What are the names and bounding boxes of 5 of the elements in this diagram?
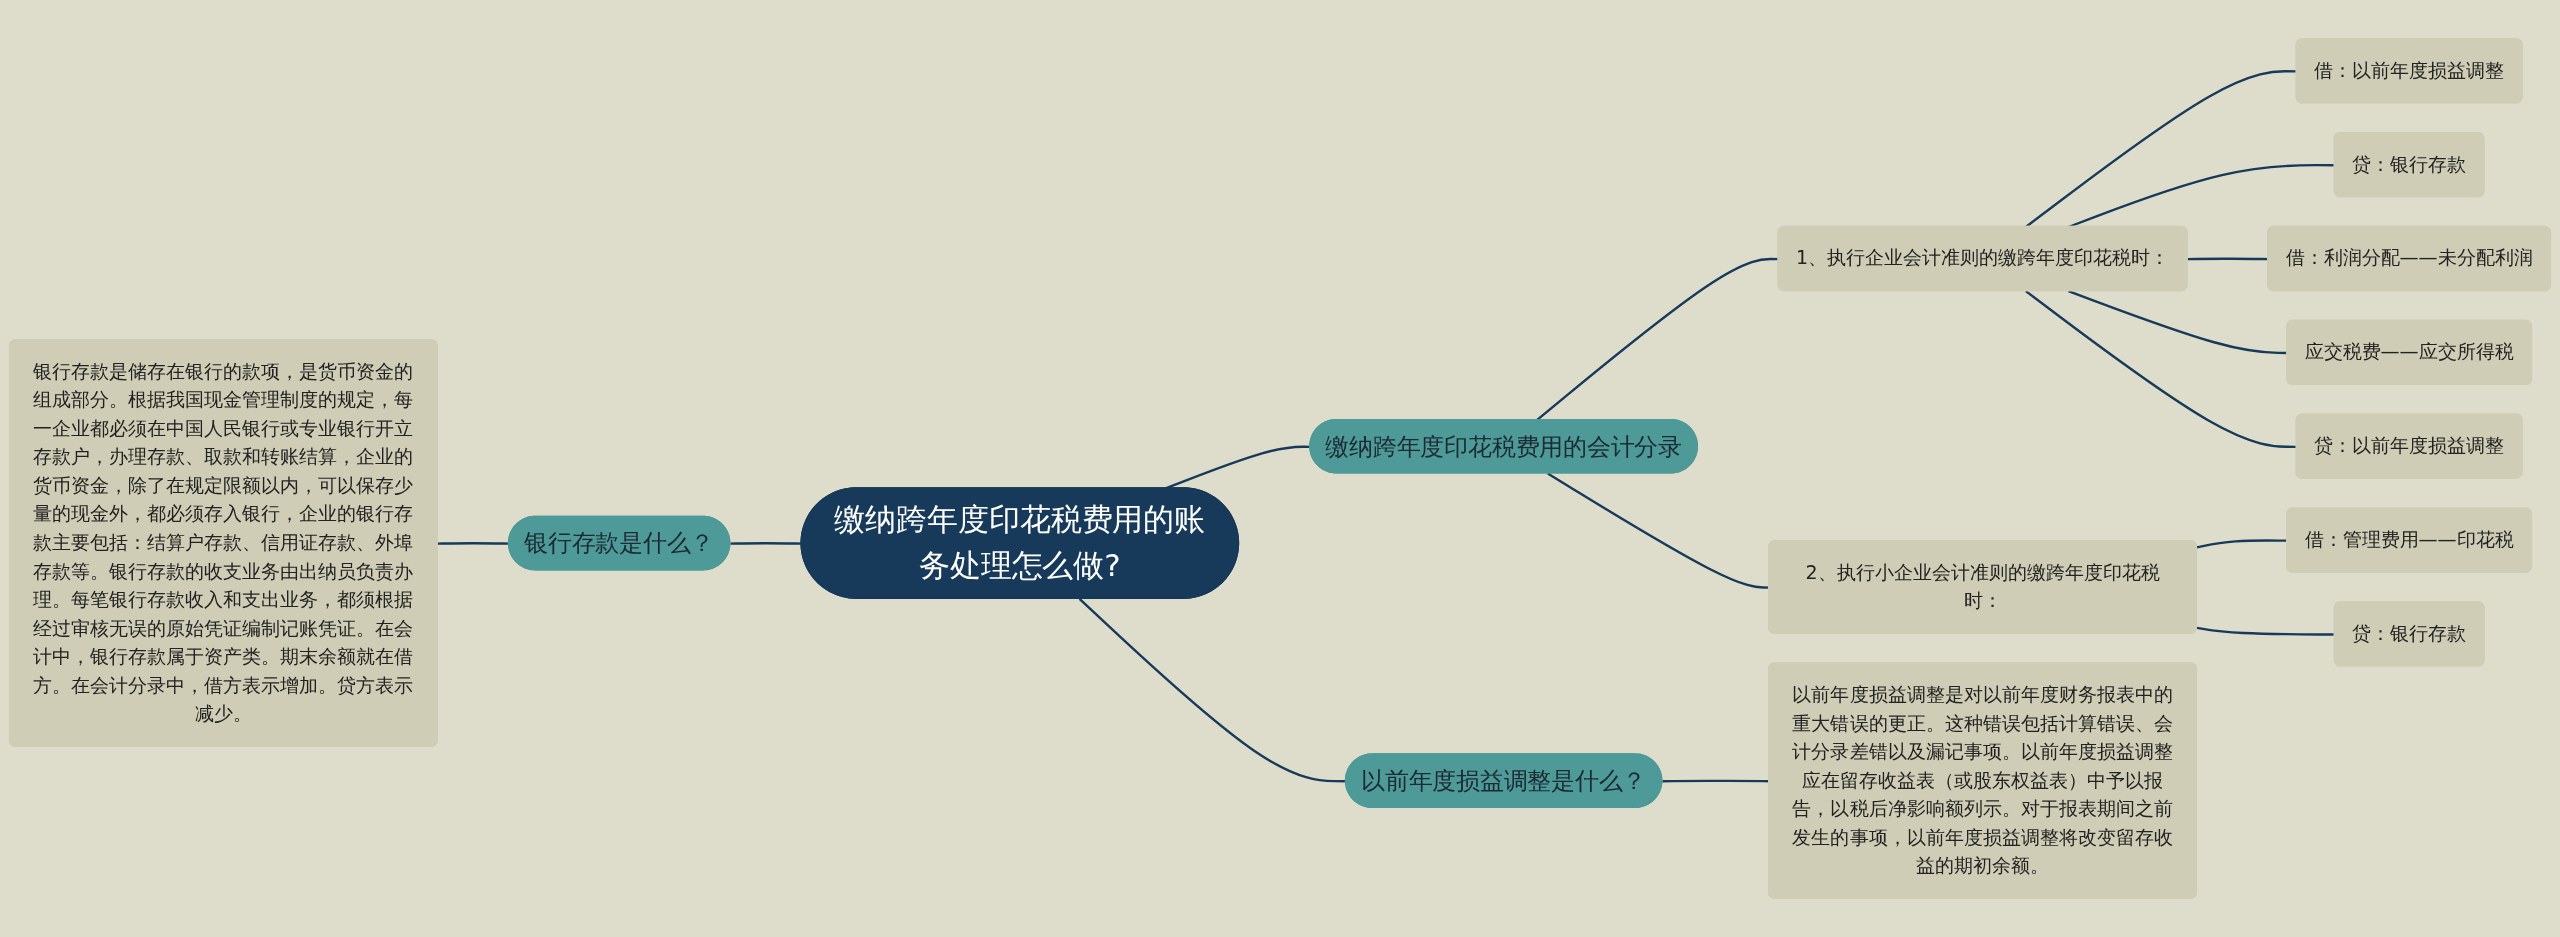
- connector: [1536, 257, 1779, 421]
- connector: [2025, 290, 2297, 448]
- connector: [2196, 626, 2335, 636]
- connector: [730, 542, 802, 545]
- connector: [2025, 70, 2297, 228]
